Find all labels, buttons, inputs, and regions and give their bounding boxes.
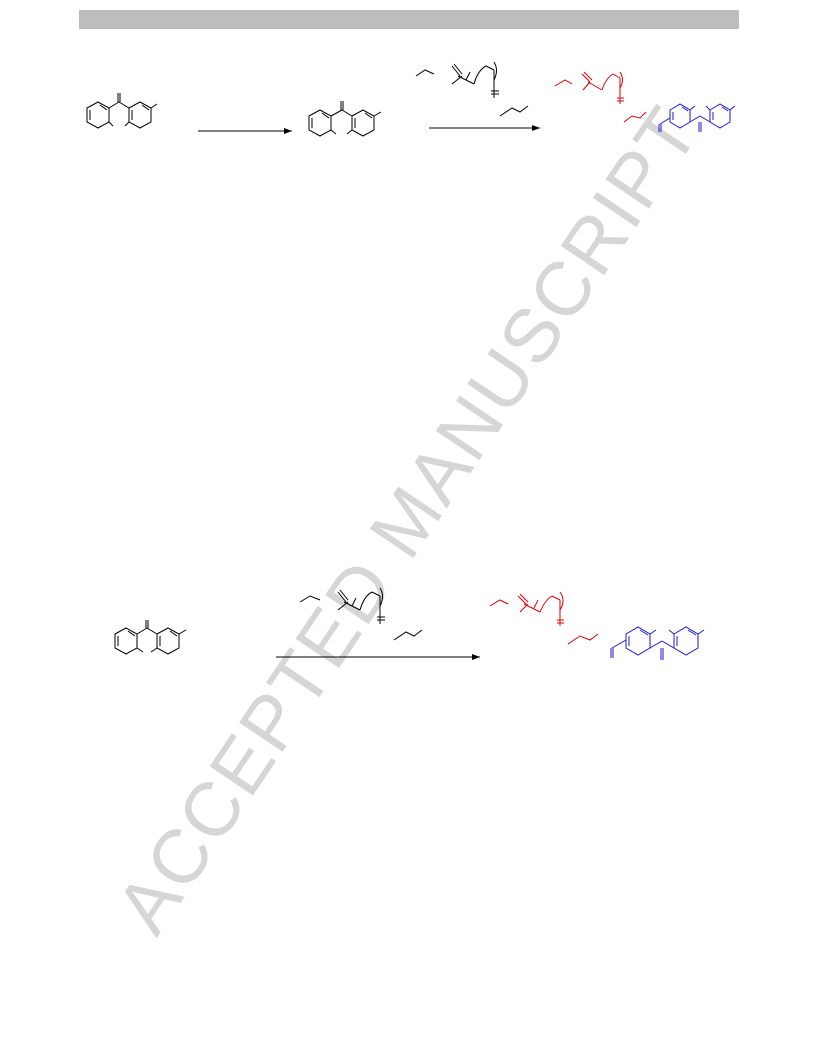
- bottom-reagent-monomer: [299, 587, 423, 641]
- top-reagent-monomer: [415, 61, 529, 117]
- top-reactant-molecule: [86, 93, 158, 129]
- top-product-aromatic-segment: [658, 103, 736, 132]
- bottom-product-polymer-segment: [489, 591, 599, 645]
- bottom-product-aromatic-segment: [610, 626, 705, 660]
- header-bar: [79, 10, 739, 29]
- top-product-polymer-segment: [554, 71, 647, 123]
- bottom-reactant-molecule: [114, 620, 187, 655]
- top-intermediate-molecule: [308, 101, 382, 137]
